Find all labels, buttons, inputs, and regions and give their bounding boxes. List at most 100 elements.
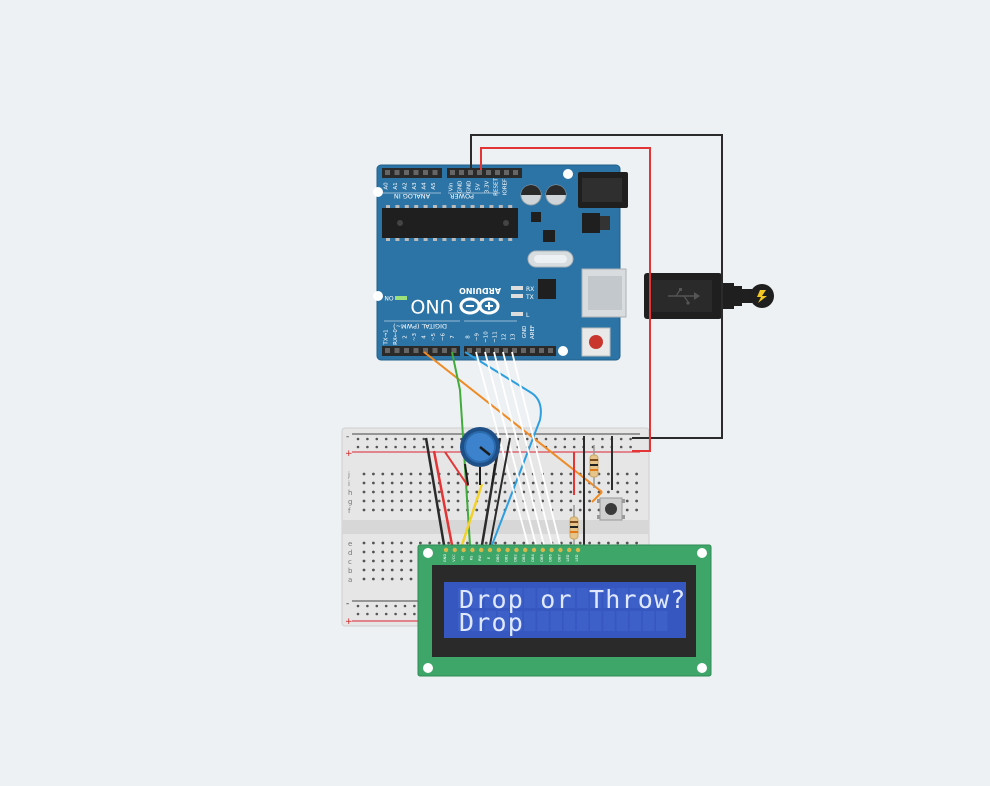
- lcd-line-1: Drop or Throw?: [459, 585, 687, 614]
- svg-text:~3: ~3: [412, 332, 418, 341]
- svg-text:~5: ~5: [431, 332, 437, 341]
- svg-text:A0: A0: [384, 182, 390, 190]
- svg-text:~6: ~6: [441, 332, 447, 341]
- svg-text:IOREF: IOREF: [503, 179, 509, 195]
- 5v-wire[interactable]: [480, 147, 651, 452]
- dc-power-jack[interactable]: [578, 172, 628, 208]
- svg-text:VCC: VCC: [452, 554, 456, 562]
- crystal-oscillator: [527, 250, 574, 268]
- svg-text:~10: ~10: [484, 331, 490, 343]
- analog-header[interactable]: [382, 168, 442, 178]
- rx-label: RX: [526, 286, 534, 293]
- arduino-logo: [459, 297, 500, 315]
- usb-symbol-icon: [668, 288, 700, 305]
- atmega-microcontroller[interactable]: [382, 205, 518, 241]
- arduino-brand-text: ARDUINO: [459, 286, 501, 295]
- svg-text:ANALOG IN: ANALOG IN: [394, 192, 430, 200]
- svg-text:LED: LED: [566, 554, 570, 561]
- tx-label: TX: [525, 294, 534, 301]
- svg-text:A2: A2: [403, 182, 409, 189]
- svg-text:~11: ~11: [493, 331, 499, 343]
- lcd-mounting-hole: [423, 663, 433, 673]
- pushbutton[interactable]: [597, 497, 625, 521]
- capacitor: [545, 184, 567, 206]
- usb-chip: [538, 279, 556, 299]
- lcd-line-2: Drop: [459, 608, 524, 637]
- svg-text:d: d: [348, 549, 352, 557]
- svg-text:RW: RW: [478, 555, 482, 561]
- breadboard-jumpers[interactable]: [424, 436, 613, 546]
- svg-text:5V: 5V: [476, 183, 482, 190]
- svg-text:DB2: DB2: [513, 554, 517, 562]
- lcd-mounting-hole: [697, 548, 707, 558]
- svg-text:7: 7: [450, 335, 456, 339]
- potentiometer[interactable]: [460, 427, 500, 486]
- svg-text:DB0: DB0: [496, 554, 500, 562]
- power-on-led: [395, 296, 407, 300]
- usb-port[interactable]: [581, 268, 627, 318]
- svg-text:Vin: Vin: [449, 182, 455, 191]
- wires[interactable]: [423, 134, 723, 546]
- breadboard-row-letters-top: j i h g f: [347, 471, 352, 515]
- mounting-hole: [563, 169, 573, 179]
- resistor[interactable]: [569, 505, 579, 548]
- svg-text:DB6: DB6: [549, 554, 553, 562]
- uno-model-text: UNO: [410, 295, 453, 317]
- rail-minus-top: -: [346, 432, 349, 442]
- svg-text:2: 2: [403, 335, 409, 339]
- svg-text:A1: A1: [393, 182, 399, 189]
- svg-text:DB3: DB3: [522, 554, 526, 562]
- lcd-e-wire[interactable]: [451, 351, 471, 546]
- svg-text:e: e: [348, 540, 352, 548]
- lcd-mounting-hole: [423, 548, 433, 558]
- svg-text:a: a: [348, 576, 352, 584]
- breadboard-row-letters-bottom: e d c b a: [348, 540, 353, 584]
- svg-text:8: 8: [466, 335, 472, 339]
- power-header[interactable]: [447, 168, 522, 178]
- gnd-wire[interactable]: [470, 134, 723, 439]
- rail-plus-bottom: +: [345, 617, 353, 627]
- mounting-hole: [373, 187, 383, 197]
- rail-minus-bottom: -: [346, 599, 349, 609]
- svg-text:A5: A5: [431, 182, 437, 190]
- svg-text:DB4: DB4: [531, 554, 535, 562]
- power-label: POWER: [449, 192, 474, 200]
- l-led: [511, 312, 523, 316]
- svg-text:3.3V: 3.3V: [485, 181, 491, 194]
- mounting-hole: [373, 291, 383, 301]
- resistor[interactable]: [589, 445, 599, 488]
- svg-text:4: 4: [422, 335, 428, 339]
- svg-text:RS: RS: [469, 555, 473, 560]
- svg-text:i: i: [348, 480, 350, 488]
- digital-label: DIGITAL (PWM~): [393, 322, 447, 330]
- digital-header-low[interactable]: [382, 346, 460, 356]
- voltage-regulator: [582, 213, 610, 233]
- rail-plus-top: +: [345, 449, 353, 459]
- svg-text:RX←0: RX←0: [393, 329, 399, 345]
- gnd-label: GND: [522, 326, 528, 339]
- svg-text:LED: LED: [575, 554, 579, 561]
- svg-text:f: f: [348, 507, 351, 515]
- usb-cable[interactable]: [644, 273, 774, 319]
- svg-text:A4: A4: [422, 182, 428, 190]
- svg-text:b: b: [348, 567, 353, 575]
- lcd-mounting-hole: [697, 663, 707, 673]
- aref-label: AREF: [530, 325, 536, 339]
- svg-text:DB5: DB5: [540, 554, 544, 562]
- lcd-rs-wire[interactable]: [464, 351, 542, 546]
- tx-led: [511, 294, 523, 298]
- digital-header-high[interactable]: [464, 346, 556, 356]
- analog-label: ANALOG IN: [394, 192, 430, 200]
- svg-text:DB1: DB1: [505, 554, 509, 562]
- potentiometer-knob-indicator: [479, 446, 491, 456]
- l-label: L: [526, 312, 530, 319]
- lightning-icon: [757, 290, 767, 303]
- reset-button[interactable]: [581, 327, 611, 357]
